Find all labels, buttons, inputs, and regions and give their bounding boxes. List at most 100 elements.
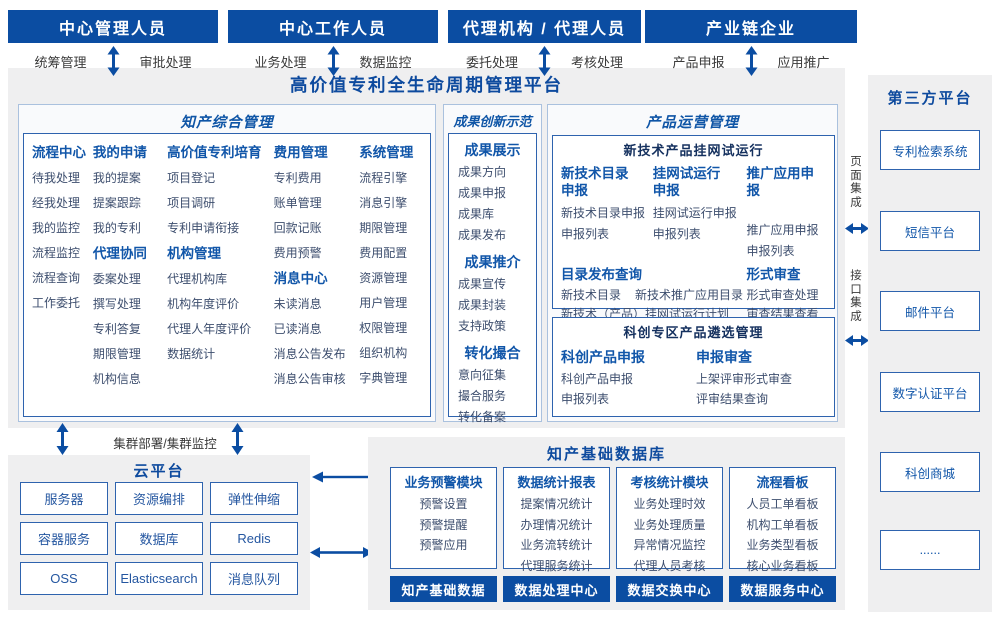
menu-item: 上架评审形式审查 [696,372,793,386]
catalog-query-block: 目录发布查询 新技术目录 新技术推广应用目录 新技术（产品）挂网试运行计划 [561,264,747,324]
menu-item: 成果方向 [458,165,507,179]
cloud-cell: Redis [210,522,298,555]
menu-item: 代理机构库 [167,272,228,286]
role-header-center-staff: 中心工作人员 [228,10,438,43]
menu-item: 消息引擎 [359,196,408,210]
menu-item: 工作委托 [32,296,81,310]
ip-column-system: 系统管理 流程引擎 消息引擎 期限管理 费用配置 资源管理 用户管理 权限管理 … [359,140,422,392]
menu-item: 预警设置 [419,497,468,511]
menu-item: 委案处理 [92,272,141,286]
menu-item: 代理人员考核 [633,558,706,573]
menu-item: 核心业务看板 [746,558,819,573]
module-header: 数据统计报表 [517,475,596,490]
third-party-title: 第三方平台 [887,90,973,107]
ip-column-process: 流程中心 待我处理 经我处理 我的监控 流程监控 流程查询 工作委托 [32,140,93,392]
role-actions-enterprises: 产品申报 应用推广 [645,46,857,76]
product-column: 推广应用申报 推广应用申报 申报列表 [747,165,827,262]
vertical-double-arrow-icon [56,423,69,455]
section-product-operations: 产品运营管理 新技术产品挂网试运行 新技术目录申报 新技术目录申报 申报列表 挂… [547,104,838,422]
menu-item: 消息公告发布 [273,347,346,361]
menu-item: 我的专利 [92,221,141,235]
product-column: 科创产品申报 科创产品申报 申报列表 [561,345,696,409]
role-header-enterprises: 产业链企业 [645,10,857,43]
role-actions-center-managers: 统筹管理 审批处理 [8,46,218,76]
menu-item: 代理服务统计 [520,558,593,573]
left-arrow-icon [312,471,386,483]
column-header: 成果推介 [464,254,521,270]
product-column: 新技术目录申报 新技术目录申报 申报列表 [561,165,653,262]
cloud-cell: 资源编排 [115,482,203,515]
menu-item: 流程引擎 [359,171,408,185]
sci-tech-selection-box: 科创专区产品遴选管理 科创产品申报 科创产品申报 申报列表 申报审查 上架评审形… [552,317,835,417]
column-header: 费用管理 [273,145,328,160]
role-action-label: 数据监控 [359,54,412,70]
cloud-cell: 数据库 [115,522,203,555]
cloud-panel: 云平台 服务器 资源编排 弹性伸缩 容器服务 数据库 Redis OSS Ela… [8,455,310,610]
menu-item: 业务类型看板 [746,538,819,552]
role-action-label: 业务处理 [254,54,307,70]
menu-item: 新技术目录申报 [561,206,646,220]
section-title: 成果创新示范 [453,114,532,129]
column-header: 我的申请 [92,145,147,160]
cloud-cell: 服务器 [20,482,108,515]
menu-item: 成果库 [458,207,495,221]
role-actions-agents: 委托处理 考核处理 [448,46,641,76]
menu-item: 推广应用申报 [746,223,819,237]
column-header: 挂网试运行申报 [652,166,721,198]
menu-item: 期限管理 [359,221,408,235]
menu-item: 预警提醒 [419,517,468,532]
menu-item: 经我处理 [32,196,81,210]
product-column: 挂网试运行申报 挂网试运行申报 申报列表 [653,165,747,262]
product-column: 申报审查 上架评审形式审查 评审结果查询 [696,345,826,409]
trial-operation-box: 新技术产品挂网试运行 新技术目录申报 新技术目录申报 申报列表 挂网试运行申报 … [552,135,835,321]
column-header: 转化撮合 [464,345,521,361]
role-action-label: 委托处理 [465,54,518,70]
menu-item: 科创产品申报 [561,372,634,386]
box-title: 科创专区产品遴选管理 [623,325,764,340]
role-action-label: 产品申报 [672,54,725,70]
menu-item: 业务流转统计 [520,538,593,552]
column-header: 系统管理 [359,145,414,160]
cloud-cell: Elasticsearch [115,562,203,595]
role-header-agents: 代理机构 / 代理人员 [448,10,641,43]
menu-item: 转化备案 [458,410,507,424]
role-actions-center-staff: 业务处理 数据监控 [228,46,438,76]
page-title: 高价值专利全生命周期管理平台 [290,75,563,95]
ip-column-my-application: 我的申请 我的提案 提案跟踪 我的专利 代理协同 委案处理 撰写处理 专利答复 … [93,140,167,392]
menu-item: 资源管理 [359,271,408,285]
menu-item: 未读消息 [273,297,322,311]
column-header: 机构管理 [167,246,222,261]
menu-item: 支持政策 [458,319,507,333]
horizontal-double-arrow-icon [845,223,869,234]
role-action-label: 考核处理 [571,54,624,70]
cloud-grid: 服务器 资源编排 弹性伸缩 容器服务 数据库 Redis OSS Elastic… [20,482,298,595]
section-title: 产品运营管理 [646,115,739,131]
menu-item: 专利申请衔接 [167,221,240,235]
column-header: 高价值专利培育 [167,145,262,160]
column-header: 成果展示 [464,142,521,158]
menu-item: 专利费用 [273,171,322,185]
database-title: 知产基础数据库 [546,446,666,463]
module-header: 考核统计模块 [630,475,709,490]
menu-item: 专利答复 [92,322,141,336]
cloud-cell: 消息队列 [210,562,298,595]
box-title: 新技术产品挂网试运行 [623,143,764,158]
formal-review-block: 形式审查 形式审查处理 审查结果查看 [747,264,827,324]
menu-item: 新技术推广应用目录 [635,288,744,302]
menu-item: 消息公告审核 [273,372,346,386]
menu-item: 期限管理 [92,347,141,361]
cloud-title: 云平台 [133,463,185,480]
role-action-label: 审批处理 [139,54,192,70]
menu-item: 意向征集 [458,368,507,382]
menu-item: 机构年度评价 [167,297,240,311]
api-integration-label: 接口集成 [850,270,862,323]
section-title: 知产综合管理 [180,115,274,131]
column-header: 形式审查 [746,267,801,282]
menu-item: 预警应用 [419,538,468,552]
achievement-box: 成果展示 成果方向 成果申报 成果库 成果发布 成果推介 成果宣传 成果封装 支… [448,133,537,424]
menu-item: 挂网试运行申报 [652,206,737,220]
menu-item: 成果申报 [458,186,507,200]
horizontal-double-arrow-icon [845,335,869,346]
menu-item: 流程监控 [32,246,81,260]
menu-item: 申报列表 [652,227,701,241]
